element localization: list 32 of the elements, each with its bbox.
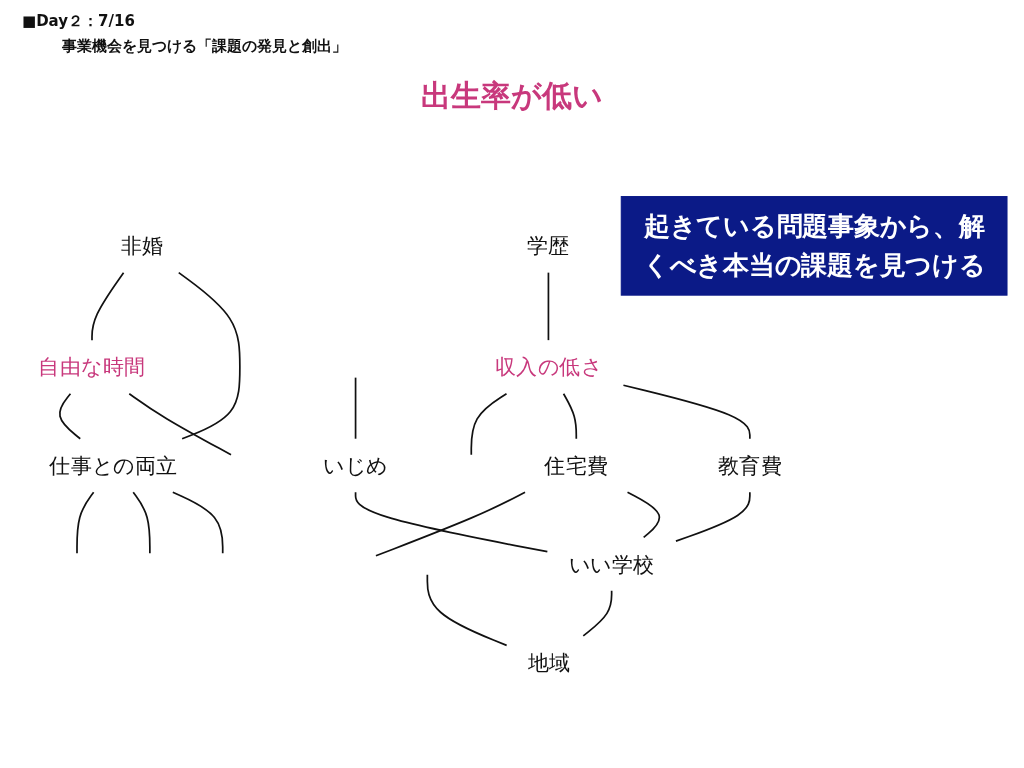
node-text: 収入の低さ xyxy=(494,354,602,380)
connector-line xyxy=(128,392,232,456)
node-text: 非婚 xyxy=(120,233,164,259)
connector-line xyxy=(547,271,550,341)
node-text: 住宅費 xyxy=(544,452,609,479)
node-text: 地域 xyxy=(528,649,571,676)
node-text: 自由な時間 xyxy=(38,354,146,380)
connector-line xyxy=(470,392,508,456)
connector-line xyxy=(375,491,526,557)
node-text: いい学校 xyxy=(568,551,655,577)
connector-line xyxy=(622,384,751,440)
node-label: 起きている問題事象から、解くべき本当の課題を見つける xyxy=(642,211,986,281)
node-text: 学歴 xyxy=(527,233,570,259)
connector-line xyxy=(354,376,357,440)
connector-line xyxy=(582,590,613,637)
node-text: いじめ xyxy=(323,452,388,479)
diagram-title: 出生率が低い xyxy=(421,77,603,115)
connector-line xyxy=(675,491,751,542)
connector-line xyxy=(626,491,661,539)
session-label: ■Day２：7/16 xyxy=(22,12,135,31)
connector-line xyxy=(354,491,549,553)
connector-line xyxy=(426,573,508,647)
connector-line xyxy=(177,271,241,440)
connector-line xyxy=(132,491,151,555)
node-text: 仕事との両立 xyxy=(49,452,178,479)
node-text: 教育費 xyxy=(717,452,782,479)
connector-line xyxy=(91,271,125,341)
connector-line xyxy=(562,392,578,440)
connector-line xyxy=(58,392,82,440)
connector-line xyxy=(171,491,224,555)
subtitle-text: 事業機会を見つける「課題の発見と創出」 xyxy=(62,37,347,56)
connector-line xyxy=(76,491,95,555)
